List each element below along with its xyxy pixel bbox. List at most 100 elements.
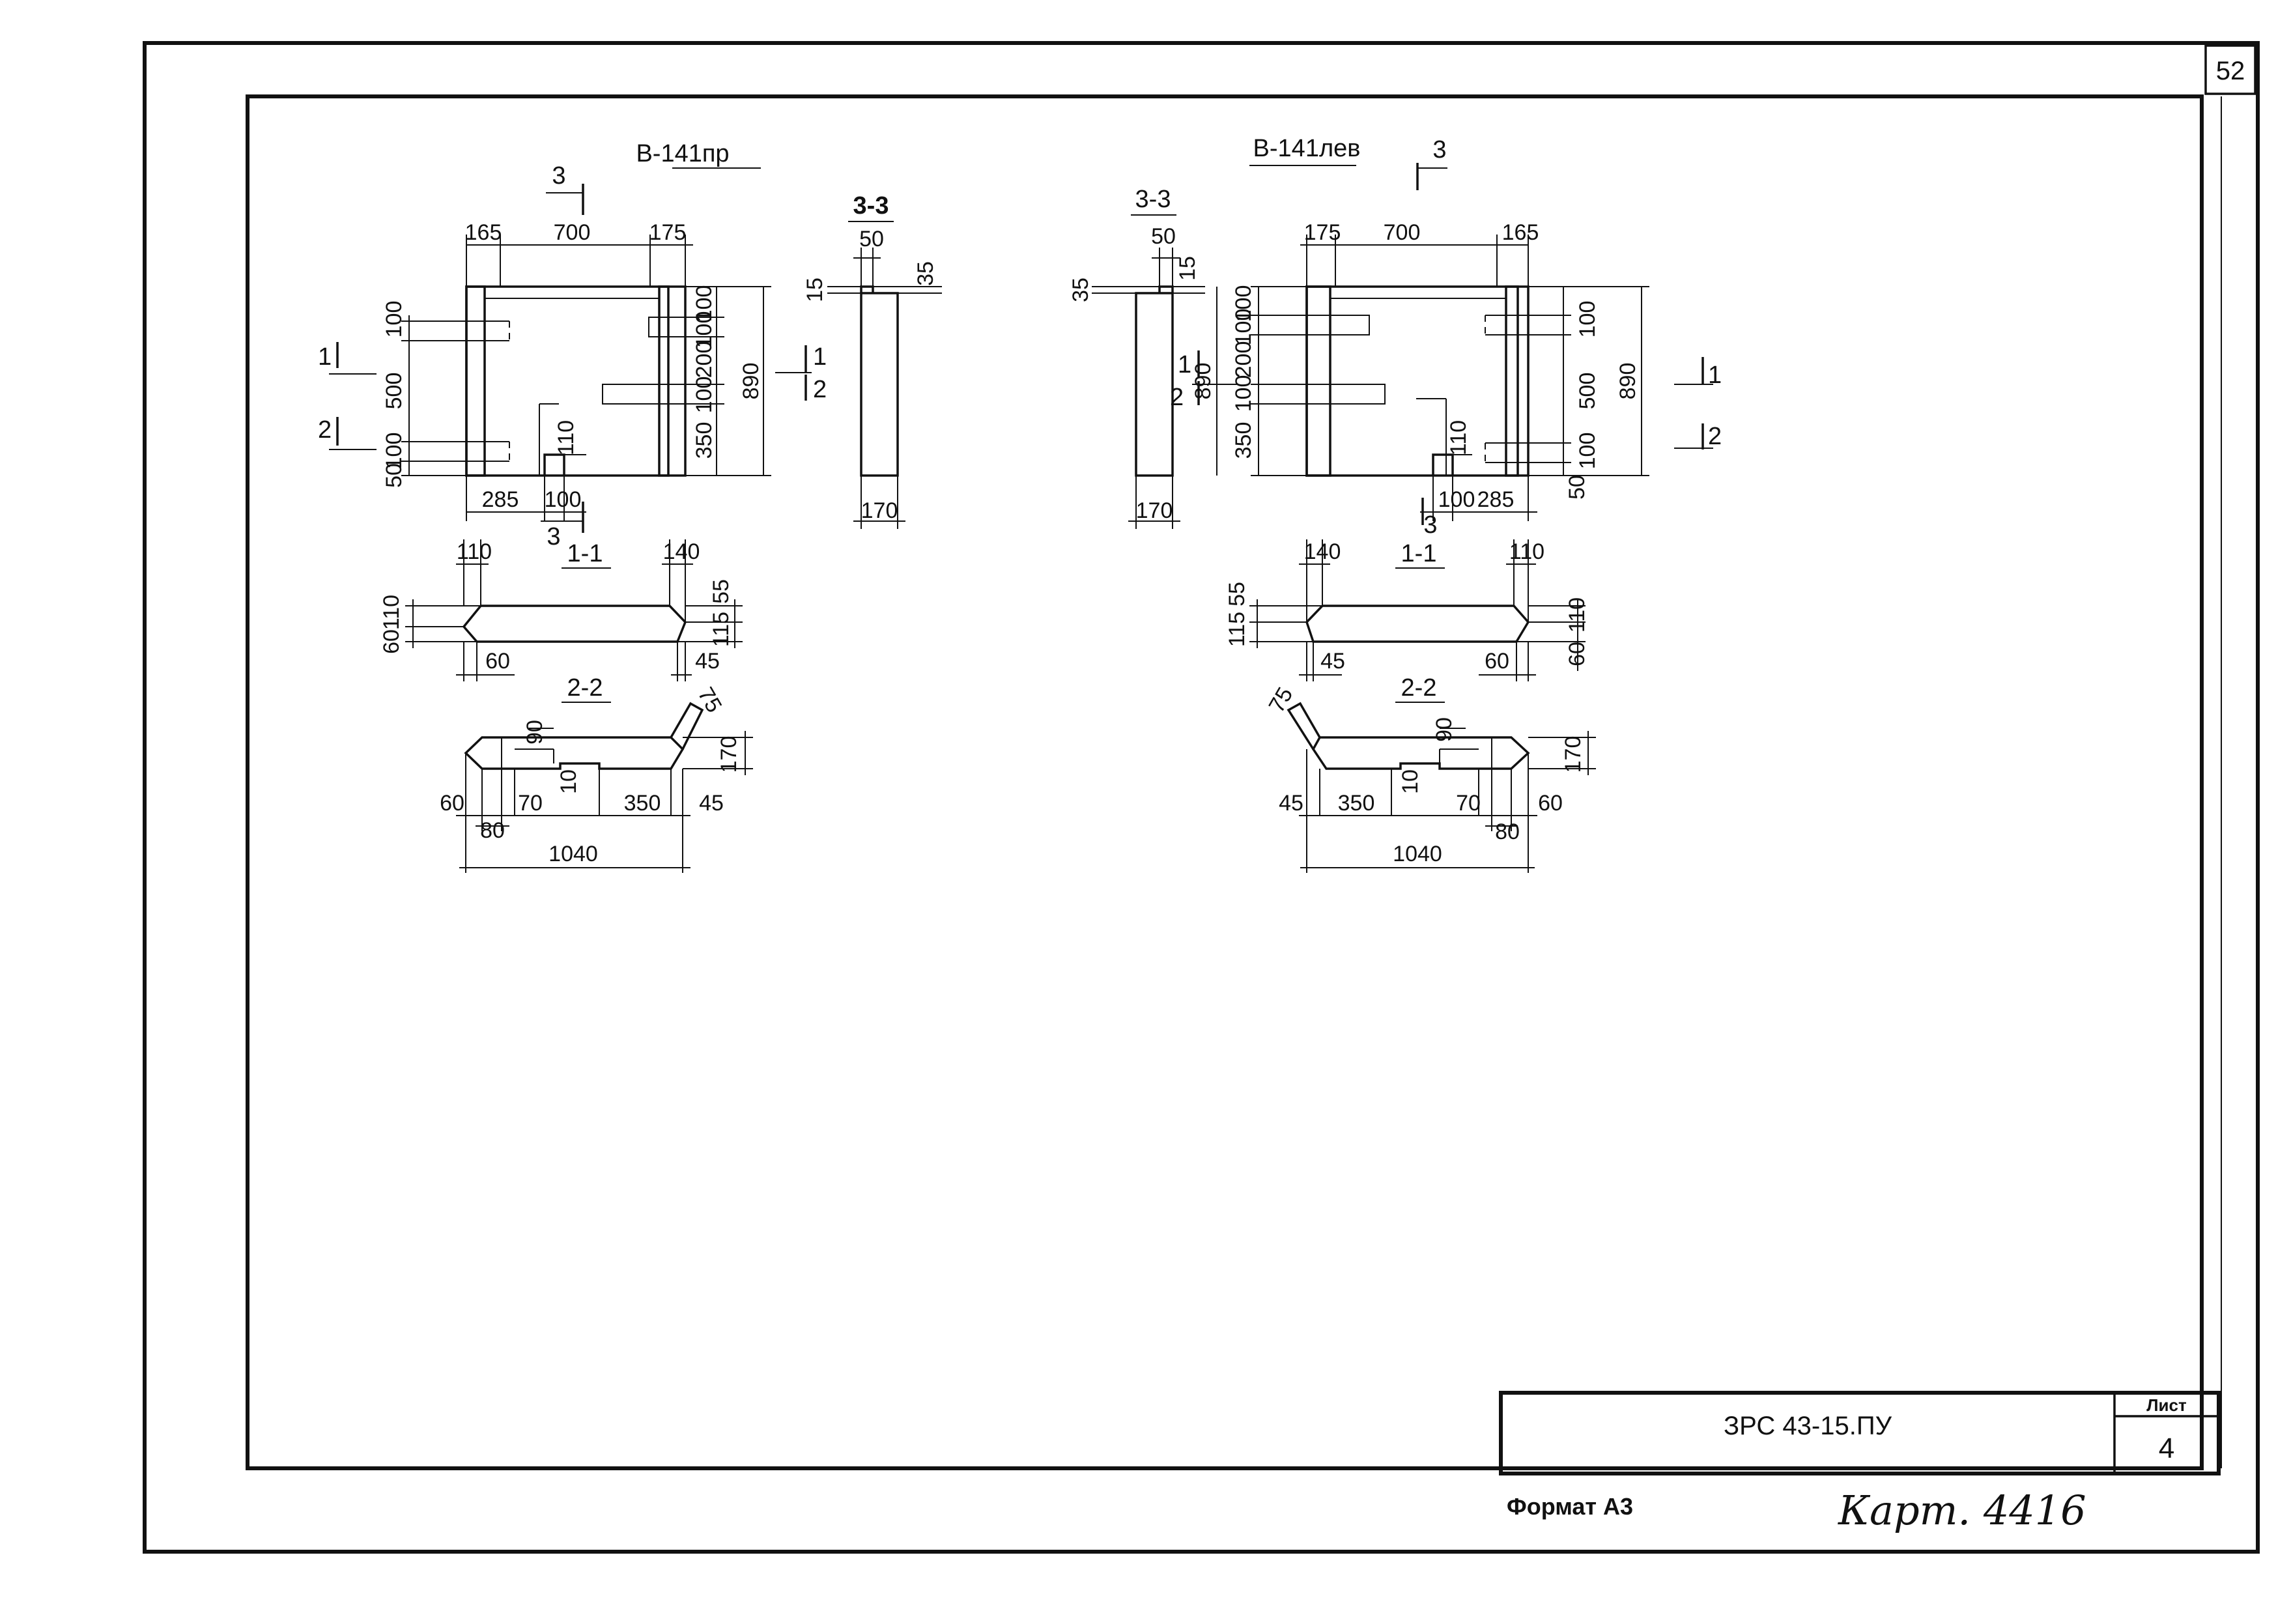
right-plan-right-dims: 100 100 200 100 350 890 bbox=[685, 285, 771, 476]
l-sec11-dim-60: 60 bbox=[1485, 649, 1509, 674]
sec22-dim-350: 350 bbox=[624, 791, 661, 816]
l-sec22-dim-80: 80 bbox=[1495, 819, 1520, 844]
l-sec22-dim-170: 170 bbox=[1561, 736, 1586, 773]
card-number-handwritten: Карт. 4416 bbox=[1838, 1487, 2086, 1534]
sec11-dim-115-right: 115 bbox=[709, 612, 733, 647]
l-dim-bottom-285: 285 bbox=[1477, 487, 1515, 512]
sec22-dim-60: 60 bbox=[440, 791, 464, 816]
l-sec11-dim-140: 140 bbox=[1304, 539, 1341, 564]
l-sec22-dim-1040: 1040 bbox=[1393, 842, 1442, 866]
format-label: Формат А3 bbox=[1507, 1493, 1633, 1520]
sec22-dim-1040: 1040 bbox=[548, 842, 598, 866]
l-dim-175: 175 bbox=[1304, 220, 1341, 245]
sec11-dim-110-left: 110 bbox=[379, 595, 404, 630]
l-dim-left-100c: 100 bbox=[1231, 375, 1256, 412]
cut-mark-3-top: 3 bbox=[552, 162, 565, 190]
sheet-label: Лист bbox=[2146, 1395, 2187, 1415]
cut-mark-3-top-l: 3 bbox=[1432, 136, 1446, 164]
outer-frame bbox=[143, 41, 2260, 1554]
l-dim-700: 700 bbox=[1384, 220, 1421, 245]
left-plan-left-dims: 100 100 200 100 350 bbox=[1231, 285, 1307, 476]
sec11-dim-60-left: 60 bbox=[379, 629, 404, 654]
l-cut-mark-2-right: 2 bbox=[1708, 423, 1722, 450]
l-dim-right-500: 500 bbox=[1575, 373, 1600, 410]
sec11-dim-55-right: 55 bbox=[709, 579, 733, 604]
dim-right-350: 350 bbox=[692, 422, 717, 459]
sec33-dim-170: 170 bbox=[861, 498, 898, 523]
sec22-dim-10: 10 bbox=[556, 769, 581, 794]
left-part-title: В-141лев bbox=[1253, 135, 1361, 162]
l-dim-left-200: 200 bbox=[1231, 341, 1256, 378]
sec22-dim-170: 170 bbox=[717, 736, 741, 773]
l-cut-mark-3-bottom: 3 bbox=[1423, 511, 1437, 539]
l-sec22-dim-10: 10 bbox=[1398, 769, 1423, 794]
sheet-number: 4 bbox=[2159, 1432, 2174, 1464]
left-plan-bottom-dims: 100 285 3 110 bbox=[1420, 420, 1537, 539]
dim-700: 700 bbox=[554, 220, 591, 245]
l-sec22-dim-60: 60 bbox=[1538, 791, 1563, 816]
l-sec11-dim-115: 115 bbox=[1225, 612, 1249, 647]
sec11-dim-140-top: 140 bbox=[663, 539, 700, 564]
left-section-1-1: 1-1 140 110 55 115 110 60 bbox=[1225, 539, 1589, 681]
l-sec22-dim-75: 75 bbox=[1264, 683, 1298, 717]
dim-right-100b: 100 bbox=[692, 311, 717, 349]
cut-mark-2-left: 2 bbox=[318, 416, 332, 444]
inner-frame bbox=[246, 94, 2204, 1470]
dim-165: 165 bbox=[465, 220, 502, 245]
l-sec11-dim-110-right: 110 bbox=[1565, 597, 1589, 633]
left-section-3-3: 3-3 50 15 35 170 bbox=[1068, 186, 1205, 529]
sec22-dim-80: 80 bbox=[480, 818, 505, 843]
l-sec33-dim-35: 35 bbox=[1068, 278, 1093, 302]
sec22-title-right: 2-2 bbox=[567, 674, 603, 702]
sec33-dim-50: 50 bbox=[859, 227, 884, 251]
left-plan-top-dims: 175 700 165 bbox=[1300, 220, 1539, 287]
sec33-dim-35: 35 bbox=[913, 261, 938, 286]
l-dim-left-100a: 100 bbox=[1231, 285, 1256, 322]
right-plan-view bbox=[465, 285, 687, 477]
right-plan-left-dims: 100 500 100 50 bbox=[382, 301, 466, 488]
dim-bottom-285: 285 bbox=[482, 487, 519, 512]
dim-height-890: 890 bbox=[739, 363, 763, 400]
l-sec11-dim-45: 45 bbox=[1320, 649, 1345, 674]
sec11-dim-110-top: 110 bbox=[457, 539, 492, 564]
l-sec11-dim-110: 110 bbox=[1509, 539, 1544, 564]
l-sec11-title: 1-1 bbox=[1401, 540, 1437, 567]
sec11-dim-60-bottom: 60 bbox=[485, 649, 510, 674]
l-dim-bottom-100: 100 bbox=[1438, 487, 1475, 512]
sec33-title-right: 3-3 bbox=[853, 192, 889, 220]
l-dim-notch-110: 110 bbox=[1446, 420, 1471, 455]
drawing-left-part: В-141лев 3 bbox=[1068, 135, 1722, 873]
right-section-2-2: 2-2 90 75 10 170 60 70 80 bbox=[440, 674, 753, 873]
l-sec22-dim-350: 350 bbox=[1338, 791, 1375, 816]
dim-175: 175 bbox=[649, 220, 687, 245]
drawing-right-part: В-141пр 3 bbox=[318, 140, 942, 873]
cut-mark-3-bottom: 3 bbox=[547, 523, 560, 550]
title-block: ЗРС 43-15.ПУ Лист 4 bbox=[1499, 1391, 2221, 1475]
l-sec33-dim-50: 50 bbox=[1151, 224, 1176, 249]
left-section-2-2: 2-2 75 90 10 170 45 350 70 bbox=[1264, 674, 1596, 873]
page-number: 52 bbox=[2216, 57, 2245, 85]
l-sec33-dim-170: 170 bbox=[1136, 498, 1173, 523]
dim-left-100a: 100 bbox=[382, 301, 406, 338]
left-plan-view bbox=[1305, 285, 1530, 477]
dim-notch-110: 110 bbox=[554, 420, 578, 455]
l-cut-mark-1-right: 1 bbox=[1708, 362, 1722, 389]
sec11-title-right: 1-1 bbox=[567, 540, 603, 567]
l-dim-right-100b: 100 bbox=[1575, 433, 1600, 470]
l-dim-890-right: 890 bbox=[1615, 363, 1640, 400]
l-dim-right-100a: 100 bbox=[1575, 301, 1600, 338]
cut-mark-1-left: 1 bbox=[318, 343, 332, 371]
right-section-3-3: 3-3 50 15 35 170 bbox=[803, 192, 942, 529]
dim-right-200: 200 bbox=[692, 341, 717, 378]
page-number-box: 52 bbox=[2204, 44, 2256, 95]
l-sec22-dim-70: 70 bbox=[1456, 791, 1481, 816]
sec33-dim-15: 15 bbox=[803, 278, 827, 302]
l-sec22-title: 2-2 bbox=[1401, 674, 1437, 702]
right-plan-bottom-dims: 285 100 110 3 bbox=[466, 420, 586, 550]
l-dim-height-890: 890 bbox=[1191, 363, 1216, 400]
dim-left-500: 500 bbox=[382, 373, 406, 410]
dim-right-100c: 100 bbox=[692, 377, 717, 414]
l-dim-left-100b: 100 bbox=[1231, 309, 1256, 346]
dim-left-50: 50 bbox=[382, 463, 406, 488]
